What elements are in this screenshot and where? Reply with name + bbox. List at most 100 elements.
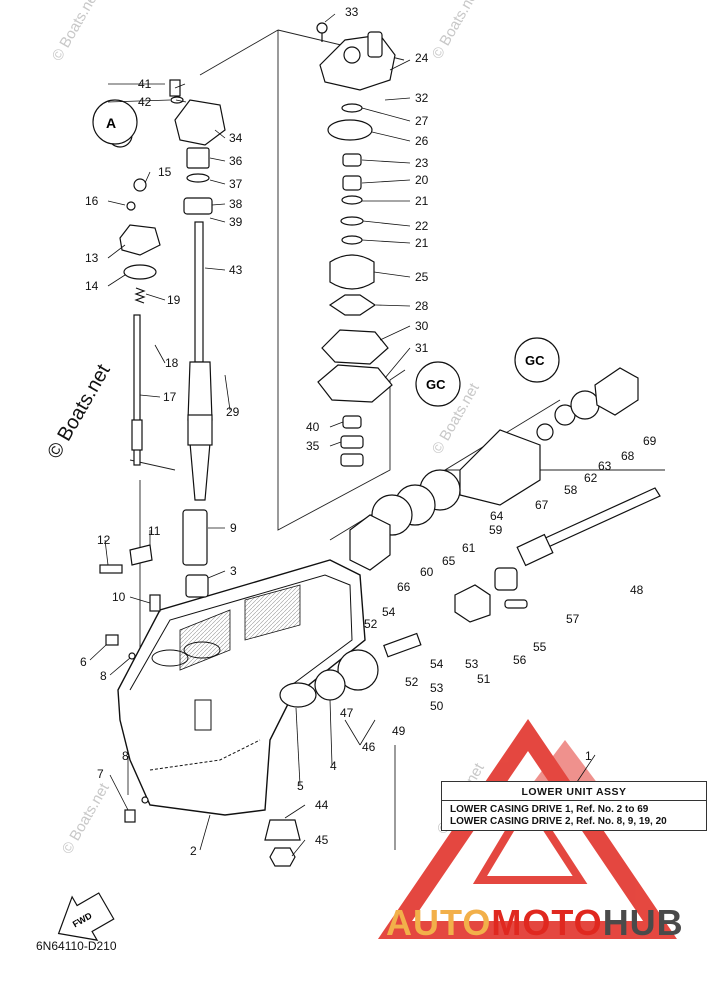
gasket-26 <box>327 119 373 141</box>
plate-30 <box>321 329 389 365</box>
brand-triangle-logo <box>377 718 677 939</box>
callout-26: 26 <box>415 134 429 148</box>
water-pump-housing <box>316 22 396 91</box>
brand-moto: MOTO <box>491 902 603 943</box>
callout-8b: 8 <box>100 669 107 683</box>
pinion-44 <box>264 819 301 841</box>
brand-hub: HUB <box>602 902 684 943</box>
callout-29: 29 <box>226 405 240 419</box>
callout-46: 46 <box>362 740 376 754</box>
watermark-top-right: © Boats.net <box>429 0 483 62</box>
callout-42: 42 <box>138 95 152 109</box>
o-ring-27 <box>341 103 363 113</box>
callout-15: 15 <box>158 165 172 179</box>
callout-21a: 21 <box>415 194 429 208</box>
callout-55: 55 <box>533 640 547 654</box>
callout-labels: 1 2 3 4 5 6 7 8 8 9 10 11 12 13 14 15 16… <box>80 5 657 858</box>
callout-6: 6 <box>80 655 87 669</box>
assembly-divider <box>442 800 706 801</box>
callout-16: 16 <box>85 194 99 208</box>
assembly-title: LOWER UNIT ASSY <box>521 786 627 798</box>
lube-symbol-a: A <box>106 115 116 131</box>
fwd-arrow-icon: FWD <box>57 892 115 941</box>
callout-59: 59 <box>489 523 503 537</box>
callout-50: 50 <box>430 699 444 713</box>
callout-36: 36 <box>229 154 243 168</box>
callout-54a: 54 <box>382 605 396 619</box>
callout-66: 66 <box>397 580 411 594</box>
callout-47: 47 <box>340 706 354 720</box>
document-code: 6N64110-D210 <box>36 939 117 953</box>
watermark-bottom-left: © Boats.net <box>59 780 113 857</box>
lube-symbols: A GC GC <box>92 99 560 407</box>
callout-18: 18 <box>165 356 179 370</box>
callout-64: 64 <box>490 509 504 523</box>
shift-rod-17 <box>133 314 141 466</box>
callout-3: 3 <box>230 564 237 578</box>
callout-20: 20 <box>415 173 429 187</box>
callout-41: 41 <box>138 77 152 91</box>
callout-69: 69 <box>643 434 657 448</box>
callout-19: 19 <box>167 293 181 307</box>
callout-57: 57 <box>566 612 580 626</box>
callout-7: 7 <box>97 767 104 781</box>
callout-21b: 21 <box>415 236 429 250</box>
gasket-31 <box>317 364 393 403</box>
callout-62: 62 <box>584 471 598 485</box>
dog-clutch-56 <box>454 584 491 623</box>
callout-49: 49 <box>392 724 406 738</box>
callout-31: 31 <box>415 341 429 355</box>
impeller-28 <box>328 294 377 316</box>
callout-52b: 52 <box>405 675 419 689</box>
lube-symbol-gc-2: GC <box>426 377 446 392</box>
callout-40: 40 <box>306 420 320 434</box>
callout-65: 65 <box>442 554 456 568</box>
callout-24: 24 <box>415 51 429 65</box>
collar-23 <box>342 153 362 167</box>
callout-63a: 63 <box>598 459 612 473</box>
callout-56: 56 <box>513 653 527 667</box>
forward-gear-46 <box>337 649 379 691</box>
shift-rod-assembly <box>107 101 161 466</box>
callout-43: 43 <box>229 263 243 277</box>
callout-14: 14 <box>85 279 99 293</box>
pinion-gear-assembly <box>264 632 422 867</box>
assembly-line-2: LOWER CASING DRIVE 2, Ref. No. 8, 9, 19,… <box>450 816 667 827</box>
callout-30: 30 <box>415 319 429 333</box>
watermark-left: © Boats.net <box>43 360 115 462</box>
nut-45 <box>269 847 296 867</box>
callout-38: 38 <box>229 197 243 211</box>
spring-19 <box>134 287 146 304</box>
brand-auto: AUTO <box>386 902 492 943</box>
callout-25: 25 <box>415 270 429 284</box>
callout-35: 35 <box>306 439 320 453</box>
callout-53a: 53 <box>465 657 479 671</box>
automotohub-logo: AUTOMOTOHUB <box>386 902 684 944</box>
callout-8a: 8 <box>122 749 129 763</box>
callout-28: 28 <box>415 299 429 313</box>
callout-4: 4 <box>330 759 337 773</box>
callout-22: 22 <box>415 219 429 233</box>
assembly-line-1: LOWER CASING DRIVE 1, Ref. No. 2 to 69 <box>450 804 649 815</box>
drive-shaft-43 <box>194 221 204 363</box>
callout-58: 58 <box>564 483 578 497</box>
cap-69 <box>594 367 639 416</box>
callout-61: 61 <box>462 541 476 555</box>
seal-40 <box>342 415 362 429</box>
lube-symbol-gc-1: GC <box>525 353 545 368</box>
callout-2: 2 <box>190 844 197 858</box>
bearing-housing-58 <box>459 429 541 506</box>
propeller-shaft-assembly <box>349 367 661 623</box>
gear-60 <box>349 514 391 571</box>
callout-52a: 52 <box>364 617 378 631</box>
callout-37: 37 <box>229 177 243 191</box>
callout-39: 39 <box>229 215 243 229</box>
assembly-reference-box: LOWER UNIT ASSY LOWER CASING DRIVE 1, Re… <box>441 781 707 831</box>
callout-53b: 53 <box>430 681 444 695</box>
oil-seal-housing-34 <box>174 99 226 146</box>
callout-60: 60 <box>420 565 434 579</box>
callout-48: 48 <box>630 583 644 597</box>
callout-33: 33 <box>345 5 359 19</box>
callout-1: 1 <box>585 749 592 763</box>
